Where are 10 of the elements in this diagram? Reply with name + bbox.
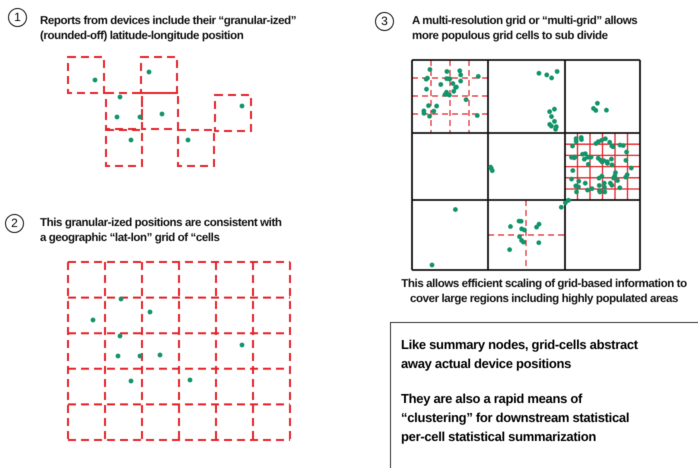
- note-text: They are also a rapid means of “clustering” for downstream statistical per-cell statistical summarization: [401, 390, 630, 446]
- heading-text: A multi-resolution grid or “multi-grid” allows more populous grid cells to sub divide: [412, 14, 638, 44]
- caption-text: This allows efficient scaling of grid-based information to cover large regions including highly populated areas: [400, 277, 688, 307]
- note-text: Like summary nodes, grid-cells abstract away actual device positions: [401, 336, 639, 373]
- step-number: 3: [375, 12, 394, 31]
- heading-text: Reports from devices include their “granular-ized” (rounded-off) latitude-longitude position: [40, 14, 298, 44]
- heading-text: This granular-ized positions are consistent with a geographic “lat-lon” grid of “cells: [40, 216, 283, 246]
- note-box: [390, 322, 698, 468]
- step-number: 1: [8, 8, 27, 27]
- step-number: 2: [5, 214, 24, 233]
